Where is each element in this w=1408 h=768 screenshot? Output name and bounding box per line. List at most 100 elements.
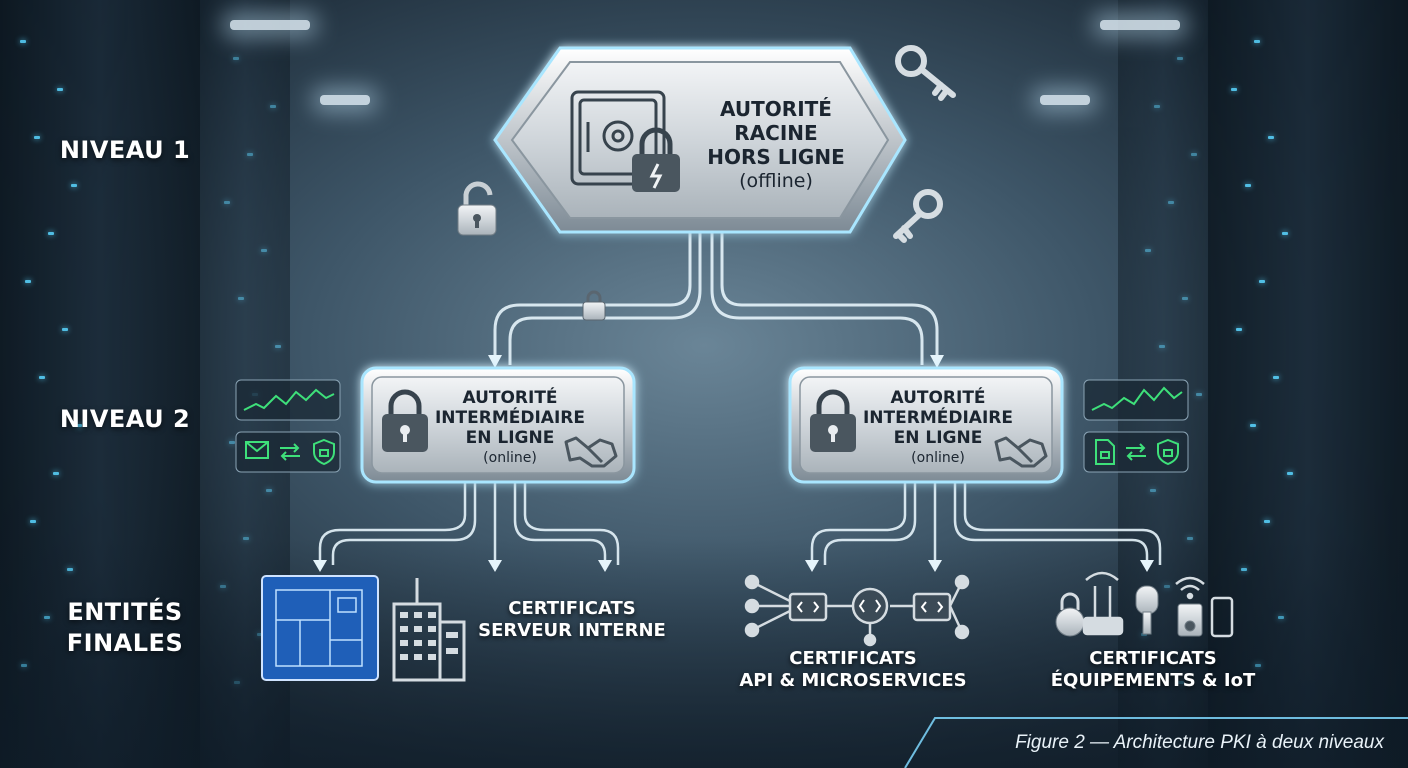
intermediate-left-label: AUTORITÉ INTERMÉDIAIRE EN LIGNE (online) [425,388,595,468]
ceiling-light [1040,95,1090,105]
floor-shadow [0,538,1408,768]
network-nodes-icon [744,574,970,647]
level-3-label: ENTITÉS FINALES [40,597,210,659]
intermediate-left-status: (online) [483,450,537,466]
ceiling-light [230,20,310,30]
key-icon [893,189,943,243]
rack-led [261,249,267,252]
entity-server-label: CERTIFICATS SERVEUR INTERNE [474,598,670,642]
rack-led [1150,489,1156,492]
arrow-head [598,560,612,572]
rack-led [1196,393,1202,396]
padlock-icon [632,127,680,192]
rack-led [1254,40,1260,43]
exchange-arrows-icon [280,443,300,461]
root-ca-status: (offline) [739,170,813,192]
rack-led [229,441,235,444]
arrow-head [488,355,502,368]
root-ca-line3: HORS LIGNE [707,145,845,169]
rack-led [1182,297,1188,300]
entity-api-label: CERTIFICATS API & MICROSERVICES [730,648,976,692]
rack-led [1159,345,1165,348]
smartphone-icon [1210,596,1234,638]
email-icon [245,441,269,459]
level-3-line2: FINALES [66,629,184,657]
intermediate-right-line2: INTERMÉDIAIRE [862,408,1013,428]
level-1-label: NIVEAU 1 [59,136,191,164]
intermediate-right-status: (online) [911,450,965,466]
safe-icon [570,90,666,186]
rack-led [266,489,272,492]
arrow-head [930,355,944,368]
entity-api-line2: API & MICROSERVICES [739,670,967,691]
root-ca-label: AUTORITÉ RACINE HORS LIGNE (offline) [686,97,866,193]
intermediate-ca-left-node [360,366,636,484]
document-lock-icon [1095,439,1115,465]
wifi-icon [1175,576,1205,600]
rack-led [1177,57,1183,60]
rack-led [224,201,230,204]
rack-led [76,424,82,427]
building-icon [392,578,466,682]
entity-iot-line2: ÉQUIPEMENTS & IoT [1050,670,1256,691]
rack-led [1259,280,1265,283]
handshake-icon [994,436,1048,468]
media-player-icon [1177,603,1203,637]
connector-left-entities [318,482,620,565]
connector-right-entities [810,482,1162,565]
exchange-arrows-icon [1126,443,1146,461]
smart-lock-icon [1055,592,1085,637]
handshake-icon [564,436,618,468]
rack-led [34,136,40,139]
rack-led [53,472,59,475]
intermediate-right-line1: AUTORITÉ [890,388,986,408]
intermediate-left-line3: EN LIGNE [465,428,555,448]
padlock-icon [810,389,856,452]
connector-root-right [710,232,939,365]
intermediate-left-line2: INTERMÉDIAIRE [434,408,585,428]
root-ca-line2: RACINE [734,121,818,145]
intermediate-right-label: AUTORITÉ INTERMÉDIAIRE EN LIGNE (online) [853,388,1023,468]
monitor-panel-left [235,379,341,473]
rack-led [1245,184,1251,187]
entity-server-line1: CERTIFICATS [508,598,636,619]
arrow-head [1140,560,1154,572]
arrow-head [313,560,327,572]
arrow-head [928,560,942,572]
key-icon [895,45,956,101]
caption-frame [904,717,1408,768]
intermediate-left-line1: AUTORITÉ [462,388,558,408]
ceiling-light [1100,20,1180,30]
rack-led [1145,249,1151,252]
rack-led [1273,376,1279,379]
rack-led [20,40,26,43]
connector-padlock-icon [582,290,606,321]
key-fob-icon [1135,585,1159,635]
rack-led [71,184,77,187]
rack-led [57,88,63,91]
rack-led [62,328,68,331]
entity-server-line2: SERVEUR INTERNE [478,620,666,641]
rack-led [1168,201,1174,204]
monitor-panel-right [1083,379,1189,473]
rack-led [1250,424,1256,427]
rack-led [1154,105,1160,108]
rack-led [1287,472,1293,475]
rack-led [30,520,36,523]
rack-led [270,105,276,108]
rack-led [25,280,31,283]
shield-icon [1157,438,1179,466]
intermediate-ca-right-node [788,366,1064,484]
ceiling-light [320,95,370,105]
root-ca-line1: AUTORITÉ [720,97,832,121]
iot-devices-icon [1055,571,1234,638]
rack-led [1236,328,1242,331]
entity-iot-line1: CERTIFICATS [1089,648,1217,669]
level-3-line1: ENTITÉS [67,598,183,626]
rack-led [275,345,281,348]
open-padlock-icon [457,181,497,236]
rack-led [1264,520,1270,523]
connector-root-left [493,232,702,365]
rack-led [1231,88,1237,91]
